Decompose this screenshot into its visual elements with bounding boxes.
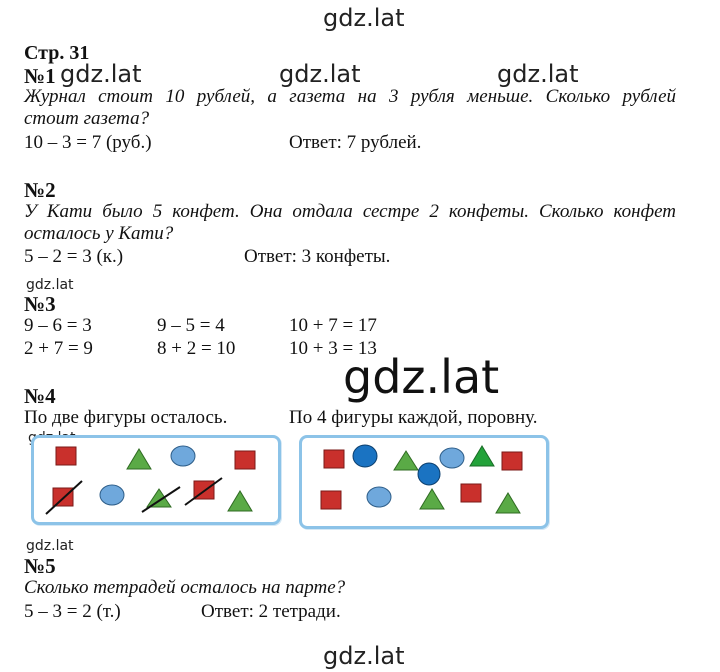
watermark: gdz.lat xyxy=(26,538,74,554)
strike-line xyxy=(45,480,83,515)
task5-answer: Ответ: 2 тетради. xyxy=(201,601,341,622)
triangle-icon-crossed xyxy=(146,488,172,508)
watermark: gdz.lat xyxy=(323,4,405,32)
task3-r2c1: 2 + 7 = 9 xyxy=(24,338,93,359)
triangle-icon xyxy=(495,492,521,514)
task5-solution: 5 – 3 = 2 (т.) xyxy=(24,601,121,622)
task2-text-line1: У Кати было 5 конфет. Она отдала сестре … xyxy=(24,201,676,222)
task4-number: №4 xyxy=(24,384,56,408)
task3-number: №3 xyxy=(24,292,56,316)
circle-icon xyxy=(170,445,196,467)
task5-question: Сколько тетрадей осталось на парте? xyxy=(24,577,346,598)
task2-text-line2: осталось у Кати? xyxy=(24,223,174,244)
watermark: gdz.lat xyxy=(26,277,74,293)
task3-r2c3: 10 + 3 = 13 xyxy=(289,338,377,359)
task1-solution: 10 – 3 = 7 (руб.) xyxy=(24,132,152,153)
triangle-icon xyxy=(419,488,445,510)
circle-icon xyxy=(417,462,441,486)
square-icon xyxy=(460,483,482,503)
watermark: gdz.lat xyxy=(497,60,579,88)
watermark: gdz.lat xyxy=(60,60,142,88)
circle-icon xyxy=(439,447,465,469)
watermark: gdz.lat xyxy=(279,60,361,88)
square-icon xyxy=(320,490,342,510)
task3-r1c3: 10 + 7 = 17 xyxy=(289,315,377,336)
watermark-large: gdz.lat xyxy=(343,350,500,404)
strike-line xyxy=(141,486,181,513)
triangle-icon xyxy=(126,448,152,470)
triangle-icon xyxy=(393,450,419,471)
task1-text-line1: Журнал стоит 10 рублей, а газета на 3 ру… xyxy=(24,86,676,107)
circle-icon xyxy=(366,486,392,508)
task1-number: №1 xyxy=(24,64,56,88)
circle-icon xyxy=(99,484,125,506)
task2-number: №2 xyxy=(24,178,56,202)
task2-answer: Ответ: 3 конфеты. xyxy=(244,246,391,267)
square-icon xyxy=(323,449,345,469)
task5-number: №5 xyxy=(24,554,56,578)
square-icon xyxy=(501,451,523,471)
square-icon xyxy=(55,446,77,466)
strike-line xyxy=(184,477,223,506)
task3-r2c2: 8 + 2 = 10 xyxy=(157,338,236,359)
task3-r1c1: 9 – 6 = 3 xyxy=(24,315,92,336)
triangle-icon xyxy=(469,445,495,467)
task1-text-line2: стоит газета? xyxy=(24,108,150,129)
task3-r1c2: 9 – 5 = 4 xyxy=(157,315,225,336)
watermark: gdz.lat xyxy=(323,642,405,670)
circle-icon xyxy=(352,444,378,468)
task1-answer: Ответ: 7 рублей. xyxy=(289,132,422,153)
task4-left-caption: По две фигуры осталось. xyxy=(24,407,228,428)
task4-right-caption: По 4 фигуры каждой, поровну. xyxy=(289,407,538,428)
square-icon xyxy=(234,450,256,470)
triangle-icon xyxy=(227,490,253,512)
page-number: Стр. 31 xyxy=(24,42,90,64)
task2-solution: 5 – 2 = 3 (к.) xyxy=(24,246,124,267)
